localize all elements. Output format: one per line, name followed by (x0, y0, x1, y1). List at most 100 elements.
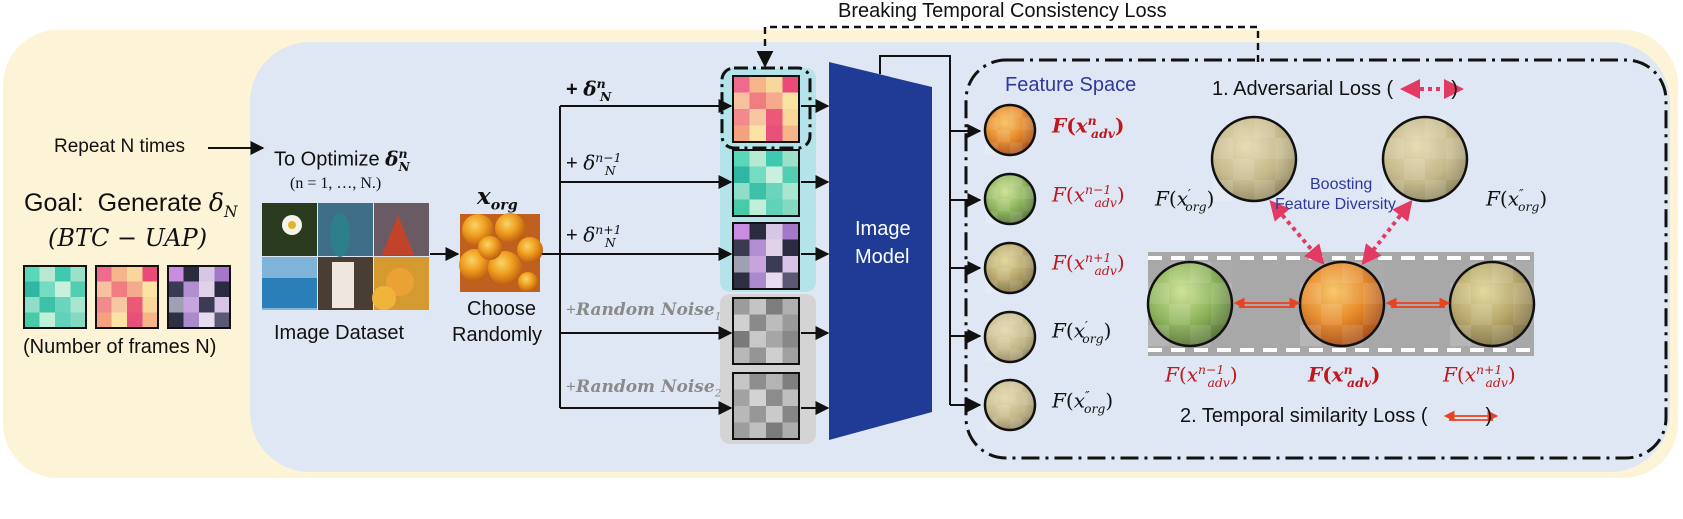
feature-label-4-x: x (1073, 388, 1085, 413)
feature-label-4: F(x″org) (1052, 388, 1114, 416)
boosting-line1: Boosting (1310, 176, 1373, 193)
left-circle-label: F(x′org) (1155, 186, 1215, 214)
branch-symbol-3: Random Noise (575, 300, 715, 320)
bottom-label-1-x: x (1331, 362, 1344, 387)
bottom-label-1-f: F (1308, 362, 1323, 387)
highlight-perturbation-n (720, 66, 812, 150)
optimize-range: (n = 1, …, N.) (290, 175, 382, 192)
perturbation-n (732, 75, 800, 143)
btc-loss-title: Breaking Temporal Consistency Loss (838, 0, 1167, 22)
feature-label-3-f: F (1052, 318, 1066, 343)
model-top-connector (879, 55, 951, 405)
optimize-delta-sup: n (398, 146, 408, 161)
noise-2 (732, 372, 800, 440)
temporal-loss-end: ) (1485, 405, 1493, 427)
feature-space-label: Feature Space (1005, 74, 1137, 96)
bottom-label-2-f: F (1443, 362, 1457, 387)
bottom-label-0: F(xn−1adv) (1165, 362, 1238, 390)
branch-symbol-0: δ (583, 76, 597, 101)
branch-sup-1: n−1 (595, 150, 622, 165)
branch-symbol-4: Random Noise (575, 377, 715, 397)
bottom-label-1-sub: adv (1347, 374, 1371, 390)
feature-circle-n-plus-1 (983, 241, 1037, 295)
dataset-caption: Image Dataset (274, 322, 405, 344)
branch-plus-0: + (566, 78, 584, 101)
feature-label-2-x: x (1073, 250, 1085, 275)
branch-sub-0: N (600, 88, 612, 104)
feature-label-4-f: F (1052, 388, 1066, 413)
xorg-sub: org (490, 197, 518, 214)
feature-label-4-sub: org (1084, 400, 1106, 416)
branch-plus-1: + (566, 152, 584, 175)
branch-label-4: +Random Noise2 (566, 377, 721, 399)
model-label-2: Model (855, 246, 910, 268)
feature-label-0-f: F (1052, 113, 1067, 138)
noise-1 (732, 297, 800, 365)
bottom-label-0-x: x (1186, 362, 1198, 387)
xorg-main: x (477, 183, 491, 210)
feature-label-3-x: x (1073, 318, 1085, 343)
optimize-prefix: To Optimize (274, 148, 380, 171)
bottom-label-0-f: F (1165, 362, 1179, 387)
bottom-label-2-sub: adv (1485, 374, 1508, 390)
bottom-label-1-sup: n (1343, 362, 1353, 377)
left-circle-label-f: F (1155, 186, 1169, 211)
bottom-label-0-sub: adv (1207, 374, 1230, 390)
branch-sup-0: n (596, 76, 606, 91)
bottom-label-2: F(xn+1adv) (1443, 362, 1516, 390)
right-circle-label-f: F (1486, 186, 1500, 211)
image-model-shape (829, 62, 932, 440)
adversarial-loss-text: 1. Adversarial Loss ( (1212, 78, 1394, 100)
feature-label-0-x: x (1075, 113, 1088, 138)
right-circle-label-sub: org (1518, 198, 1540, 214)
big-circle-n-plus-1 (1448, 260, 1536, 348)
feature-label-0-sub: adv (1091, 125, 1115, 141)
feature-label-2-f: F (1052, 250, 1066, 275)
frame-pink (95, 265, 159, 329)
right-circle-label-sup: ″ (1518, 186, 1524, 201)
feature-label-4-sup: ″ (1084, 388, 1090, 403)
bottom-label-2-sup: n+1 (1475, 362, 1503, 377)
feature-label-1-x: x (1073, 182, 1085, 207)
branch-label-1: + δn−1N (566, 150, 622, 178)
perturbation-n-minus-1 (732, 149, 800, 217)
branch-sub-3: 1 (714, 310, 722, 323)
goal-paren: (BTC − UAP) (48, 224, 208, 252)
feature-label-3: F(x′org) (1052, 318, 1112, 346)
branch-sup-2: n+1 (595, 222, 622, 237)
goal-text: Generate (97, 189, 202, 217)
feature-label-0-sup: n (1087, 113, 1097, 128)
left-circle-label-x: x (1176, 186, 1188, 211)
adv-arrow-left (1269, 199, 1325, 266)
feature-label-1: F(xn−1adv) (1052, 182, 1125, 210)
choose-line2: Randomly (452, 324, 543, 346)
goal-symbol: δ (208, 188, 224, 217)
right-circle-label: F(x″org) (1486, 186, 1548, 214)
feature-label-1-sup: n−1 (1084, 182, 1112, 197)
left-circle-label-sub: org (1185, 198, 1207, 214)
feature-label-0: F(xnadv) (1052, 113, 1125, 141)
choose-line1: Choose (467, 298, 536, 320)
branch-label-2: + δn+1N (566, 222, 622, 250)
boosting-line2: Feature Diversity (1275, 196, 1396, 213)
branch-symbol-2: δ (583, 222, 596, 247)
feature-label-1-f: F (1052, 182, 1066, 207)
optimize-delta: δ (385, 146, 399, 171)
branch-sub-4: 2 (714, 387, 722, 400)
goal-prefix: Goal: (24, 189, 84, 217)
big-circle-org-dprime (1381, 115, 1469, 203)
feature-circle-org-dprime (983, 378, 1037, 432)
feature-label-2-sub: adv (1094, 262, 1117, 278)
bottom-label-0-sup: n−1 (1197, 362, 1225, 377)
model-label-1: Image (855, 218, 911, 240)
feature-circle-n-minus-1 (983, 172, 1037, 226)
frame-purple (167, 265, 231, 329)
branch-label-3: +Random Noise1 (566, 300, 721, 322)
big-circle-org-prime (1210, 115, 1298, 203)
branch-sub-2: N (604, 234, 616, 250)
feature-label-1-sub: adv (1094, 194, 1117, 210)
xorg-image (459, 213, 543, 292)
big-circle-n-minus-1 (1146, 260, 1234, 348)
